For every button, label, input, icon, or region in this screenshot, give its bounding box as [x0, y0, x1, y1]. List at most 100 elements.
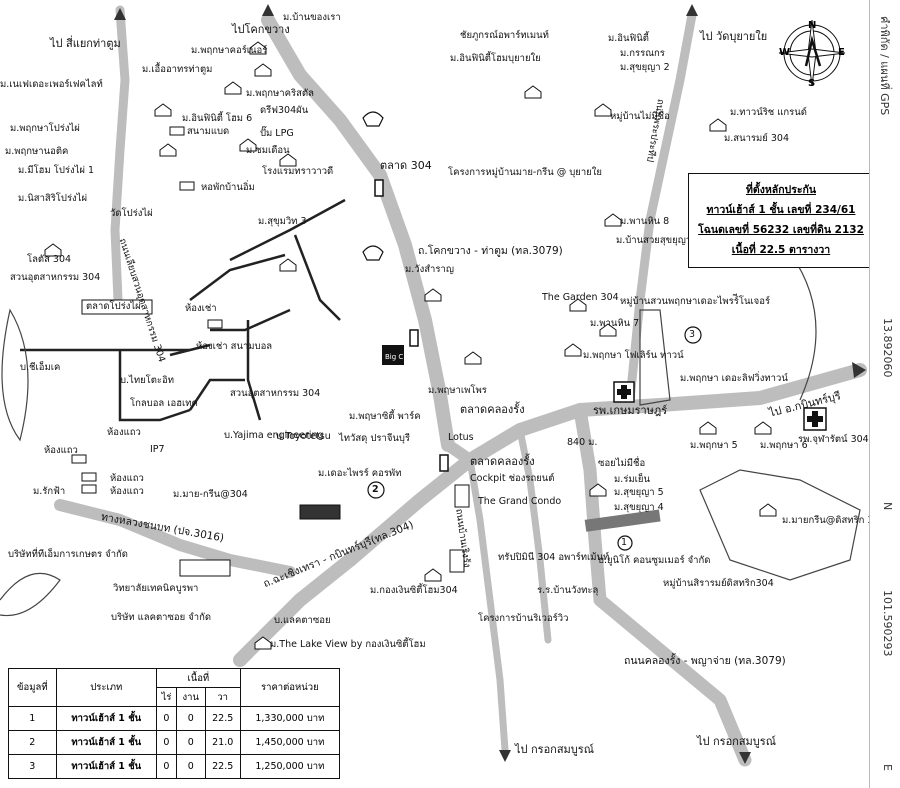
table-row: 1 ทาวน์เฮ้าส์ 1 ชั้น 0 0 22.5 1,330,000 … [8, 706, 341, 731]
house-icon [224, 81, 242, 95]
marker-2-label: 2 [372, 484, 379, 495]
place-label: ร.ร.บ้านวังทะลุ [537, 585, 599, 596]
place-label: ม.ร่มเย็น [614, 474, 650, 485]
place-label: ม.สุขุมวิท 3 [258, 216, 307, 227]
place-label: โครงการหมู่บ้านมาย-กรีน @ บุยายใย [448, 167, 602, 178]
place-label: ม.พฤกษา 6 [760, 440, 808, 451]
house-icon [44, 243, 62, 257]
building-block [81, 472, 97, 482]
building-block [71, 454, 87, 464]
marker-1-label: 1 [621, 537, 628, 548]
place-label: ม.พฤกษาคอร์เนอร์ [191, 45, 268, 56]
place-label: ม.รักฟ้า [33, 486, 66, 497]
building-block [169, 126, 185, 136]
place-label: ม.กองเงินซิตี้โฮม304 [370, 585, 458, 596]
place-label: ปั๊ม LPG [260, 128, 294, 139]
dir-krok-somboon-left: ไป กรอกสมบูรณ์ [515, 743, 594, 756]
collateral-info-box: ที่ตั้งหลักประกัน ทาวน์เฮ้าส์ 1 ชั้น เลข… [688, 173, 874, 268]
arrow-south-icon [499, 750, 511, 762]
road-304-main [233, 363, 867, 667]
bigc-icon [382, 345, 404, 365]
marker-1-circle [617, 535, 633, 551]
place-label: ดรีฟ304ผัน [260, 105, 309, 116]
place-label: บ.แลคตาซอย [274, 615, 331, 626]
place-label: หมู่บ้านไม่มีชื่อ [610, 111, 670, 122]
road-3016 [54, 499, 296, 578]
road-3079-north [261, 13, 455, 452]
cell-type: ทาวน์เฮ้าส์ 1 ชั้น [55, 706, 157, 731]
place-label: ห้องแถว [110, 486, 144, 497]
house-icon [424, 288, 442, 302]
house-icon [699, 421, 717, 435]
traffic-light-icon [439, 454, 449, 472]
place-label: วัดโปร่งไผ่ [110, 208, 153, 219]
place-label: ห้องแถว [107, 427, 141, 438]
place-label: สวนอุตสาหกรรม 304 [230, 388, 321, 399]
cell-wa: 22.5 [204, 706, 241, 731]
place-label: หมู่บ้านสิรารมย์ดิสทริก304 [663, 578, 774, 589]
site-boundary-mygreen [699, 469, 861, 581]
place-label: วิทยาลัยเทคนิคบูรพา [113, 583, 199, 594]
road-bu-yai [625, 10, 697, 405]
arrow-north-icon [114, 8, 126, 20]
house-icon [254, 636, 272, 650]
col-no-header: ข้อมูลที่ [8, 668, 57, 707]
arrow-south-icon [739, 752, 751, 764]
gps-label: คำพิกัด / แผนที่ GPS [878, 16, 891, 116]
house-icon [594, 103, 612, 117]
col-price-header: ราคาต่อหน่วย [239, 668, 341, 707]
soi-industrial-6 [246, 320, 262, 421]
building-block [207, 319, 223, 329]
place-label: รพ.จุฬารัตน์ 304 อินเตอร์ [798, 434, 900, 445]
site-boundary-3 [639, 309, 671, 406]
place-label: บ.Toyotetsu [276, 431, 331, 442]
soi-industrial-4 [210, 308, 291, 332]
place-label: ไทวัสดุ ปราจีนบุรี [339, 433, 411, 444]
building-block [179, 181, 195, 191]
place-label: ชัยภูกรณ์อพาร์ทเมนท์ [460, 30, 549, 41]
place-label: บริษัท แลคตาซอย จำกัด [111, 612, 212, 623]
place-label: ม.เดอะไพรร์ คอรพัท [318, 468, 402, 479]
house-icon [154, 103, 172, 117]
place-label: สวนอุตสาหกรรม 304 [10, 272, 101, 283]
col-type-header: ประเภท [55, 668, 157, 707]
place-label: ม.ทาวน์ริช แกรนด์ [730, 107, 807, 118]
cell-type: ทาวน์เฮ้าส์ 1 ชั้น [55, 754, 157, 779]
soi-industrial-9 [188, 378, 245, 411]
road-304-connector [442, 439, 476, 466]
place-label: ม.กรรณกร [620, 48, 665, 59]
cell-rai: 0 [155, 706, 177, 731]
house-icon [424, 568, 442, 582]
col-ngan-header: งาน [175, 687, 206, 707]
marker-3-circle [684, 326, 702, 344]
house-icon [759, 503, 777, 517]
table-row: 3 ทาวน์เฮ้าส์ 1 ชั้น 0 0 22.5 1,250,000 … [8, 754, 341, 779]
cell-price: 1,250,000 บาท [239, 754, 341, 779]
building-block [179, 559, 231, 577]
place-label: ม.บ้านสวยสุขยุญา 2 [616, 235, 701, 246]
house-icon [599, 323, 617, 337]
house-icon [279, 258, 297, 272]
cell-ngan: 0 [175, 730, 206, 755]
place-label: ม.พฤกษา เดอะลิฟวิ่งทาวน์ [680, 373, 788, 384]
info-property: ทาวน์เฮ้าส์ 1 ชั้น เลขที่ 234/61 [706, 204, 856, 216]
place-label: ม.มีโฮม โปร่งไผ่ 1 [18, 165, 95, 176]
soi-industrial-1 [229, 198, 346, 262]
place-label: ม.พฤกษา 5 [690, 440, 738, 451]
traffic-light-icon [409, 329, 419, 347]
place-label: บ.ชีเอ็มเค [20, 362, 61, 373]
gps-latitude: 13.892060 [881, 318, 894, 378]
soi-industrial-3 [189, 253, 286, 301]
place-label: ม.มาย-กรีน@304 [173, 489, 248, 500]
place-label: ม.สุขยุญา 5 [614, 487, 664, 498]
road-khlong-rung [516, 426, 552, 644]
table-row: 2 ทาวน์เฮ้าส์ 1 ชั้น 0 0 21.0 1,450,000 … [8, 730, 341, 755]
lake-curve [0, 572, 61, 617]
place-label: ม.พฤษาเพโพร [428, 385, 487, 396]
house-icon [249, 41, 267, 55]
gps-e-label: E [881, 764, 894, 771]
house-icon [604, 213, 622, 227]
place-label: หมู่บ้านสวนพฤกษาเดอะไพรร์ีโนเจอร์ [620, 296, 771, 307]
compass-w-label: W [779, 47, 791, 58]
